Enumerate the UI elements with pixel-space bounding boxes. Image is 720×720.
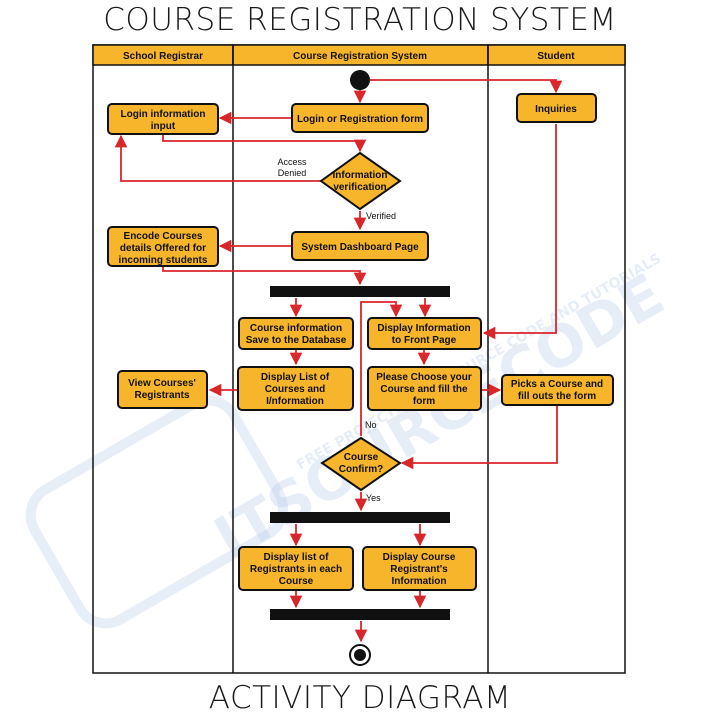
join-bar xyxy=(270,609,450,620)
edge-picks-to-confirm xyxy=(400,405,558,470)
edge-encode-to-fork xyxy=(162,266,367,286)
diagram-footer: ACTIVITY DIAGRAM xyxy=(208,680,512,716)
node-dashboard: System Dashboard Page xyxy=(291,231,429,261)
edge-no-loop xyxy=(360,301,403,436)
diagram-title: COURSE REGISTRATION SYSTEM xyxy=(103,2,617,38)
edge-inquiries-to-front xyxy=(482,124,557,340)
node-inquiries: Inquiries xyxy=(516,93,597,123)
watermark-tagline: FREE PROJECTS WITH SOURCE CODE AND TUTOR… xyxy=(294,251,664,474)
svg-text:System Dashboard Page: System Dashboard Page xyxy=(301,242,419,253)
watermark-brand: ITSOURCECODE xyxy=(203,260,675,572)
edges xyxy=(114,79,563,643)
end-node-core xyxy=(354,649,366,661)
lane-label-student: Student xyxy=(537,51,575,62)
label-no: No xyxy=(365,420,377,430)
fork-bar-2 xyxy=(270,512,450,523)
fork-bar-1 xyxy=(270,286,450,297)
edge-access-denied xyxy=(114,134,322,182)
end-node-ring xyxy=(349,644,371,666)
swimlanes: School Registrar Course Registration Sys… xyxy=(92,44,626,674)
node-view-registrants: View Courses'Registrants xyxy=(117,370,208,409)
svg-text:Login or Registration form: Login or Registration form xyxy=(297,114,423,125)
start-node xyxy=(350,70,370,90)
lane-label-system: Course Registration System xyxy=(293,51,427,62)
node-login-form: Login or Registration form xyxy=(291,103,429,133)
edge-start-inquiries xyxy=(370,79,563,94)
svg-text:View Courses'Registrants: View Courses'Registrants xyxy=(128,378,196,401)
edge-input-to-verify xyxy=(162,134,367,153)
label-verified: Verified xyxy=(366,211,396,221)
svg-text:Inquiries: Inquiries xyxy=(535,104,577,115)
lane-label-registrar: School Registrar xyxy=(123,51,203,62)
label-yes: Yes xyxy=(366,493,381,503)
